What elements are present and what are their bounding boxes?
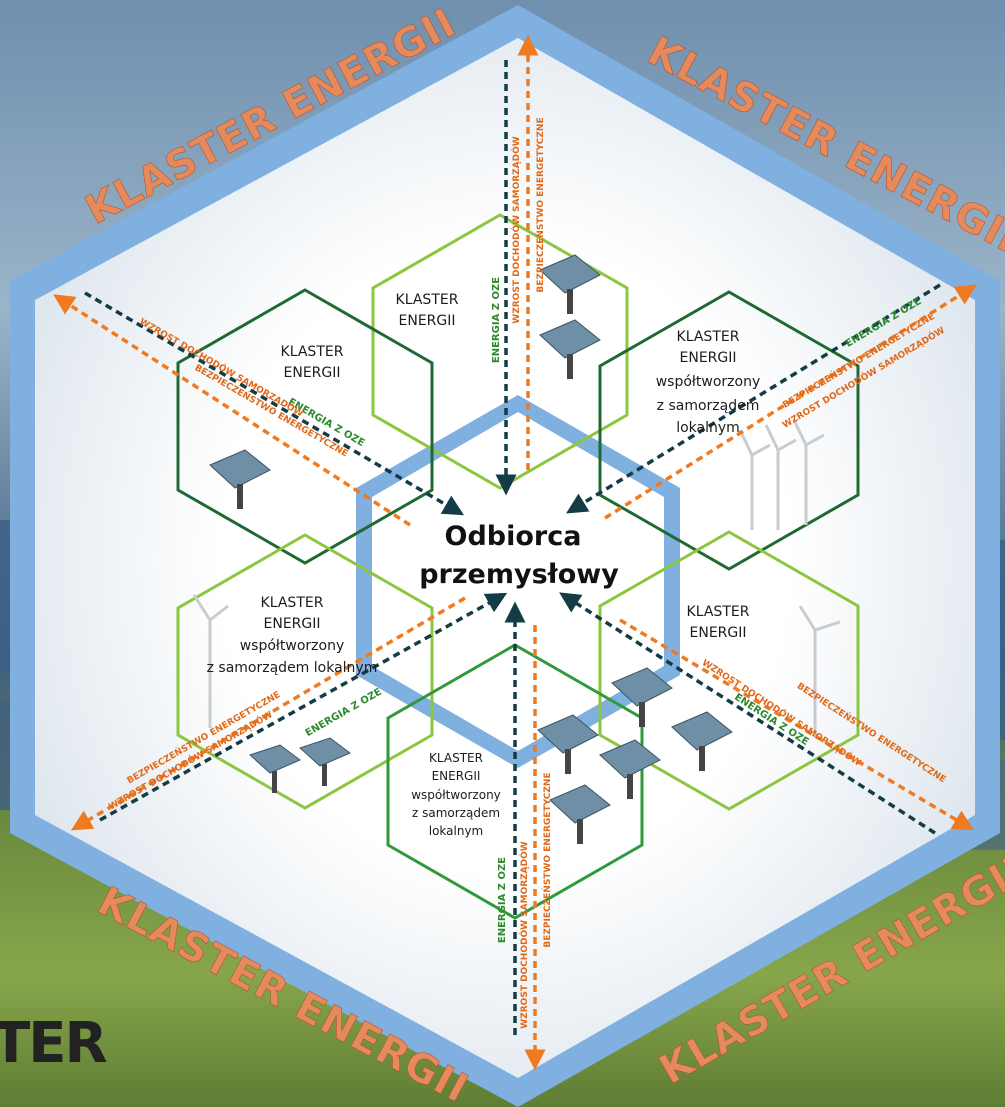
hex-ll-line-1: KLASTER: [261, 595, 324, 611]
hex-ur-line-5: lokalnym: [676, 420, 740, 436]
label-income-bottom: WZROST DOCHODÓW SAMORZĄDÓW: [518, 841, 530, 1028]
center-label-line-1: Odbiorca: [445, 521, 582, 552]
label-energy-bottom: ENERGIA Z OZE: [497, 857, 508, 943]
hex-ul-line-1: KLASTER: [281, 344, 344, 360]
hex-ur-line-3: współtworzony: [656, 374, 761, 390]
solar-panel-icon: [599, 739, 661, 799]
hex-bottom-line-1: KLASTER: [429, 751, 483, 765]
arrows: [53, 34, 977, 1071]
hex-bottom-line-3: współtworzony: [411, 788, 501, 802]
solar-panel-icon: [549, 784, 611, 844]
hex-lr-line-2: ENERGII: [690, 625, 747, 641]
hex-ll-line-3: współtworzony: [240, 638, 345, 654]
center-label-line-2: przemysłowy: [419, 559, 619, 590]
hex-bottom-line-5: lokalnym: [429, 824, 484, 838]
wind-turbine-icon: [192, 594, 229, 728]
arrow-ll-outward: [70, 596, 466, 831]
hex-ur-line-1: KLASTER: [677, 329, 740, 345]
hex-bottom-line-4: z samorządem: [412, 806, 500, 820]
solar-panel-icon: [539, 254, 601, 314]
solar-panel-icon: [537, 714, 599, 774]
wind-turbine-icon: [798, 605, 841, 738]
solar-panel-icon: [611, 667, 673, 727]
solar-panel-icon: [671, 711, 733, 771]
solar-panel-icon: [539, 319, 601, 379]
hex-upper-right: [598, 290, 860, 571]
solar-panel-icon: [209, 449, 271, 509]
label-security-top: BEZPIECZEŃSTWO ENERGETYCZNE: [534, 117, 546, 292]
hex-bottom-line-2: ENERGII: [432, 769, 481, 783]
wind-turbine-icon: [792, 419, 825, 525]
hex-ll-line-2: ENERGII: [264, 616, 321, 632]
wind-turbine-icon: [764, 424, 797, 530]
wind-turbine-icon: [738, 429, 771, 530]
wind-turbine-icons: [192, 419, 841, 738]
hex-lower-left: [176, 533, 434, 810]
hex-labels: KLASTER ENERGII KLASTER ENERGII KLASTER …: [207, 292, 761, 838]
arrow-ul-outward: [53, 294, 411, 527]
hex-ur-line-2: ENERGII: [680, 350, 737, 366]
hex-top-line-2: ENERGII: [399, 313, 456, 329]
hex-lower-right: [598, 530, 860, 811]
hex-ur-line-4: z samorządem: [657, 398, 760, 414]
logo-fragment: TER: [0, 1011, 106, 1076]
solar-panel-icons: [209, 254, 733, 844]
arrow-lr-energy: [559, 592, 936, 835]
solar-panel-icon: [249, 744, 301, 793]
hex-ul-line-2: ENERGII: [284, 365, 341, 381]
hex-lr-line-1: KLASTER: [687, 604, 750, 620]
hex-upper-left: [176, 288, 434, 565]
label-security-bottom: BEZPIECZEŃSTWO ENERGETYCZNE: [541, 772, 553, 947]
arrow-ll-energy: [99, 592, 508, 822]
hex-top-line-1: KLASTER: [396, 292, 459, 308]
label-income-top: WZROST DOCHODÓW SAMORZĄDÓW: [510, 136, 522, 323]
center-label: Odbiorca przemysłowy: [419, 521, 619, 590]
solar-panel-icon: [299, 737, 351, 786]
hex-ll-line-4: z samorządem lokalnym: [207, 660, 378, 676]
arrow-lr-outward: [619, 618, 975, 831]
label-energy-top: ENERGIA Z OZE: [491, 277, 502, 363]
